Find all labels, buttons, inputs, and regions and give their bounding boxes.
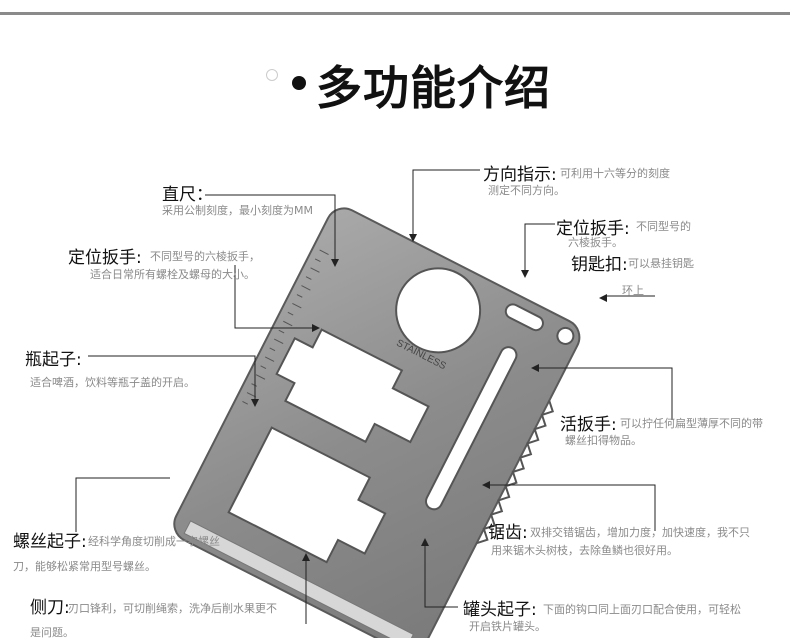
callout-lines (75, 169, 673, 624)
page-title: 多功能介绍 (316, 61, 551, 115)
desc-bottle-opener: 适合啤酒，饮料等瓶子盖的开启。 (30, 376, 195, 389)
desc-keyring-2: 环上 (622, 284, 644, 297)
top-divider (0, 12, 790, 15)
side-blade-edge (183, 520, 414, 638)
desc-adjustable-wrench-1: 可以拧任何扁型薄厚不同的带 (620, 417, 763, 430)
desc-hex-wrench-right-1: 不同型号的 (636, 220, 691, 233)
label-bottle-opener: 瓶起子: (25, 350, 82, 370)
desc-hex-wrench-left-2: 适合日常所有螺栓及螺母的大小。 (90, 268, 255, 281)
keyring-hole (556, 326, 575, 345)
label-side-blade: 侧刀: (30, 598, 70, 618)
desc-direction-2: 测定不同方向。 (488, 184, 565, 197)
ring-bullet-icon (266, 69, 278, 81)
desc-adjustable-wrench-2: 螺丝扣得物品。 (565, 434, 642, 447)
label-keyring: 钥匙扣: (571, 255, 628, 275)
callout-arrows (251, 234, 607, 561)
desc-screwdriver-1: 经科学角度切削成一字螺丝 (88, 535, 220, 548)
adjustable-slot (424, 346, 518, 511)
desc-hex-wrench-right-2: 六棱扳手。 (568, 236, 623, 249)
keyring-slot (504, 303, 544, 332)
dot-bullet-icon (292, 76, 306, 90)
title-block: 多功能介绍 (262, 52, 582, 115)
label-screwdriver: 螺丝起子: (13, 532, 87, 552)
ruler-ticks (242, 249, 329, 405)
desc-side-blade-1: 刃口锋利，可切削绳索，洗净后削水果更不 (68, 602, 277, 615)
desc-can-opener-1: 下面的钩口同上面刃口配合使用，可轻松 (543, 603, 741, 616)
label-saw: 锯齿: (488, 523, 528, 543)
card-body: STAINLESS (173, 207, 581, 638)
desc-side-blade-2: 是问题。 (30, 626, 74, 639)
saw-teeth (476, 400, 555, 545)
label-hex-wrench-right: 定位扳手: (556, 219, 630, 239)
desc-hex-wrench-left-1: 不同型号的六棱扳手， (150, 250, 260, 263)
desc-ruler: 采用公制刻度，最小刻度为MM (162, 204, 313, 217)
bottle-opener-cutout (275, 328, 430, 444)
desc-can-opener-2: 开启铁片罐头。 (469, 620, 546, 633)
label-can-opener: 罐头起子: (463, 600, 537, 620)
desc-direction-1: 可利用十六等分的刻度 (560, 167, 670, 180)
desc-saw-2: 用来锯木头树枝，去除鱼鳞也很好用。 (491, 544, 678, 557)
label-hex-wrench-left: 定位扳手: (68, 248, 142, 268)
label-direction: 方向指示: (483, 165, 557, 185)
label-adjustable-wrench: 活扳手: (560, 415, 617, 435)
compass-hole (395, 267, 482, 354)
label-ruler: 直尺： (162, 185, 213, 205)
desc-keyring-1: 可以悬挂钥匙 (628, 257, 694, 270)
desc-screwdriver-2: 刀，能够松紧常用型号螺丝。 (13, 560, 156, 573)
wrench-cutout (227, 426, 387, 564)
desc-saw-1: 双排交错锯齿，增加力度，加快速度，我不只 (530, 526, 750, 539)
